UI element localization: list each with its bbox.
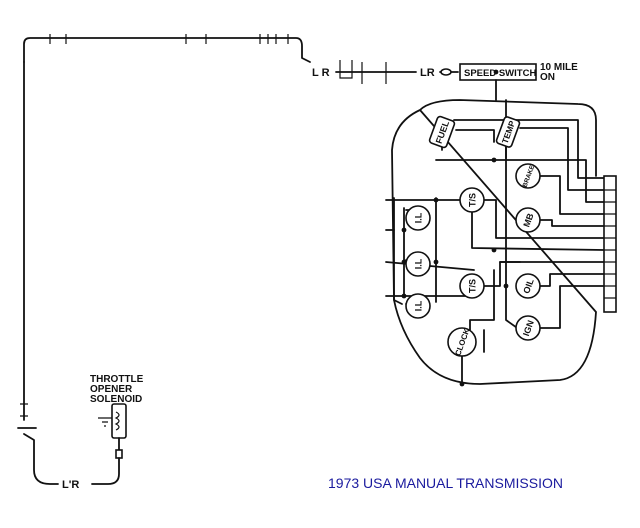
turn-signal-indicator-lower: T/S <box>459 273 485 299</box>
instrument-cluster-outline <box>391 99 597 385</box>
solenoid-label-line1: THROTTLE <box>90 374 144 385</box>
brake-warning-lamp: BRAKE <box>515 163 541 189</box>
lr-label-bottom: L'R <box>62 479 79 491</box>
speed-switch-note-line2: ON <box>540 72 555 83</box>
turn-signal-upper-label: T/S <box>468 193 478 207</box>
illumination-lamp-1: I.L <box>405 205 431 231</box>
temp-gauge: TEMP <box>495 116 521 148</box>
lr-label-top-left: L R <box>312 67 330 79</box>
illumination-lamp-2-label: I.L <box>414 258 424 269</box>
turn-signal-indicator-upper: T/S <box>459 187 485 213</box>
solenoid-label-line3: SOLENOID <box>90 394 142 405</box>
turn-signal-lower-label: T/S <box>468 279 478 293</box>
junction-dots <box>401 69 509 387</box>
speed-switch-note-line1: 10 MILE <box>540 62 578 73</box>
main-beam-lamp-label: MB <box>521 211 535 228</box>
speed-switch-label: SPEED SWITCH <box>464 68 536 79</box>
oil-lamp-label: OIL <box>521 277 536 295</box>
left-harness-wire <box>17 34 311 485</box>
throttle-opener-solenoid <box>91 403 127 485</box>
lr-wire-to-speed-switch <box>335 60 459 84</box>
main-beam-lamp: MB <box>515 207 541 233</box>
fuel-gauge: FUEL <box>428 115 456 149</box>
illumination-lamp-2: I.L <box>405 251 431 277</box>
ignition-lamp: IGN <box>515 315 541 341</box>
lr-label-top-right: LR <box>420 67 435 79</box>
solenoid-label-line2: OPENER <box>90 384 133 395</box>
clock: CLOCK <box>447 327 477 357</box>
diagram-caption: 1973 USA MANUAL TRANSMISSION <box>328 475 563 491</box>
illumination-lamp-3-label: I.L <box>414 300 424 311</box>
cluster-internal-wiring <box>385 99 605 385</box>
right-connector-block <box>603 175 617 313</box>
illumination-lamp-3: I.L <box>405 293 431 319</box>
illumination-lamp-1-label: I.L <box>414 212 424 223</box>
oil-pressure-lamp: OIL <box>515 273 541 299</box>
